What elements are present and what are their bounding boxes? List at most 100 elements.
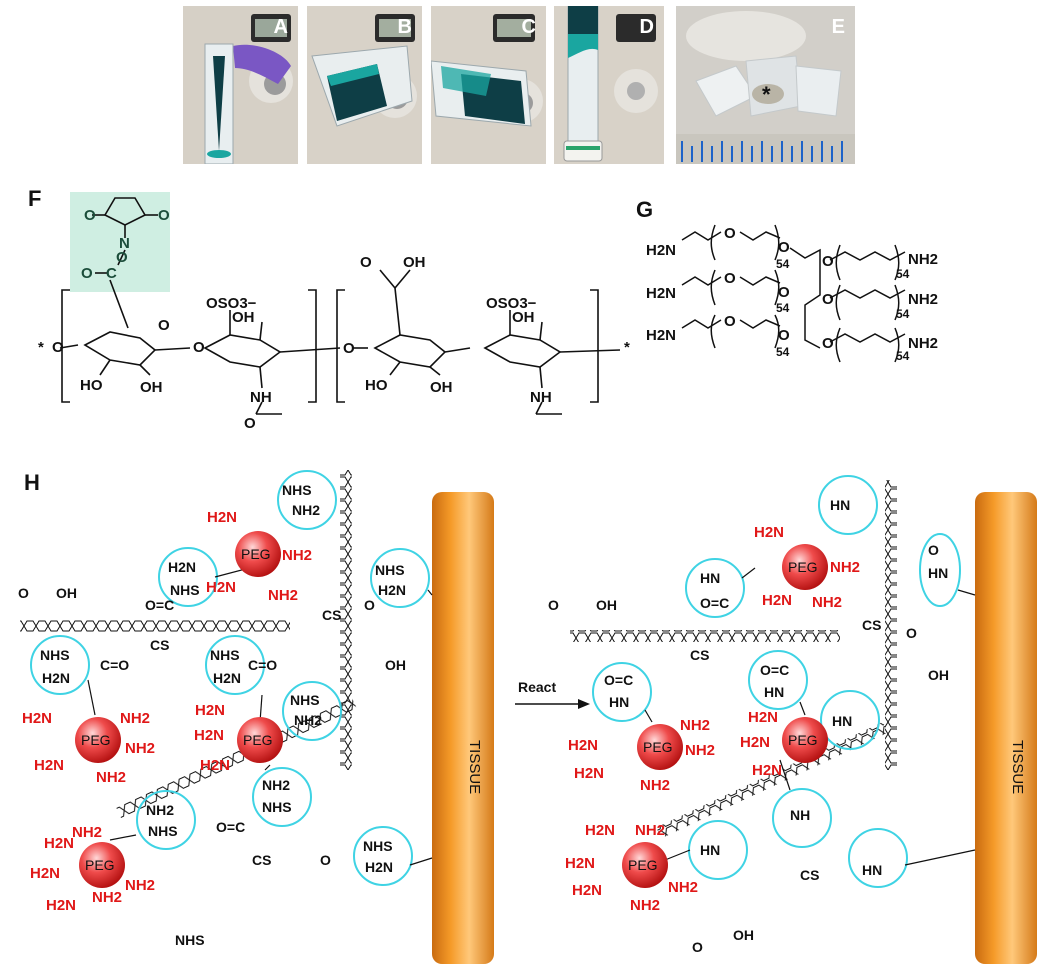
tissue-right-label: TISSUE — [1009, 740, 1026, 794]
cooh-oh-l: OH — [56, 585, 77, 601]
hn-r5: HN — [764, 684, 784, 700]
oso3-ring4: OSO3− — [486, 295, 537, 312]
h2n-l4: H2N — [42, 670, 70, 686]
cyan-circle-l5 — [205, 635, 265, 695]
amine-l3b: H2N — [194, 727, 224, 744]
amine-r4c: H2N — [565, 855, 595, 872]
amine-l4a: NH2 — [72, 824, 102, 841]
oh-r10: OH — [733, 927, 754, 943]
cs-chain-left-1 — [20, 620, 290, 632]
peg-arm2-o: O — [724, 270, 736, 287]
peg-n-1: 54 — [776, 257, 790, 271]
cooh-o: O — [360, 254, 372, 271]
cooh-o-r: O — [548, 597, 559, 613]
amine-l4e: H2N — [46, 897, 76, 914]
ho-ring3: HO — [365, 377, 388, 394]
tissue-left — [432, 492, 494, 964]
cs-chain-left-2 — [340, 470, 352, 770]
nh2-l1: NH2 — [292, 502, 320, 518]
peg-spheres-left — [75, 531, 283, 888]
cyan-circle-l9 — [353, 826, 413, 886]
amine-r4a: H2N — [585, 822, 615, 839]
oeqc-l8: O=C — [216, 819, 245, 835]
ester-o: O — [81, 265, 93, 282]
cyan-circle-l1 — [277, 470, 337, 530]
panel-label-g: G — [636, 197, 654, 222]
amine-l1d: NH2 — [268, 587, 298, 604]
h2n-l2: H2N — [168, 559, 196, 575]
panel-label-a: A — [273, 16, 288, 38]
cs-label-l3: CS — [252, 852, 271, 868]
o-l9: O — [320, 852, 331, 868]
nhs-n: N — [119, 235, 130, 252]
amine-r1d: NH2 — [812, 594, 842, 611]
photo-d-illustration — [554, 6, 664, 164]
cyan-circle-r1 — [818, 475, 878, 535]
amine-r3a: H2N — [748, 709, 778, 726]
cs-label-l1: CS — [150, 637, 169, 653]
cooh-o-l: O — [18, 585, 29, 601]
ceqo-l2: C=O — [248, 657, 277, 673]
amine-r1c: H2N — [762, 592, 792, 609]
nhs-l4: NHS — [40, 647, 70, 663]
nh-r7: NH — [790, 807, 810, 823]
amine-l2d: H2N — [34, 757, 64, 774]
cyan-circle-l7 — [252, 767, 312, 827]
cyan-circle-l3 — [370, 548, 430, 608]
peg-sphere-r1 — [782, 544, 828, 590]
photo-c-illustration — [431, 6, 546, 164]
peg-sphere-l2 — [75, 717, 121, 763]
ceqo-l1: C=O — [100, 657, 129, 673]
photo-e: * E — [676, 6, 855, 164]
hn-r8: HN — [700, 842, 720, 858]
panel-label-e: E — [831, 16, 845, 38]
cs-chain-right-1 — [570, 630, 840, 642]
peg-n-3: 54 — [776, 345, 790, 359]
amine-l2e: NH2 — [96, 769, 126, 786]
cyan-circle-l4 — [30, 635, 90, 695]
peg-sphere-r2 — [637, 724, 683, 770]
peg-label-r2: PEG — [643, 739, 673, 755]
oeqc-r5: O=C — [760, 662, 789, 678]
peg-core-o3: O — [778, 327, 790, 344]
peg-n-6: 54 — [896, 349, 910, 363]
amine-r4e: NH2 — [668, 879, 698, 896]
cs-chain-left-3 — [116, 697, 357, 819]
cs-label-r2: CS — [862, 617, 881, 633]
nh2-l8: NH2 — [146, 802, 174, 818]
panel-label-h: H — [24, 470, 40, 495]
peg-label-l3: PEG — [243, 732, 273, 748]
amine-r4d: H2N — [572, 882, 602, 899]
nh2-l7: NH2 — [262, 777, 290, 793]
oh-ring4: OH — [512, 309, 535, 326]
nhs-l1: NHS — [282, 482, 312, 498]
nh2-l6: NH2 — [294, 712, 322, 728]
hn-r6: HN — [832, 713, 852, 729]
amine-l3c: H2N — [200, 757, 230, 774]
nhs-l5: NHS — [210, 647, 240, 663]
amine-r1a: H2N — [754, 524, 784, 541]
cs-chain-right-2 — [885, 480, 897, 770]
amine-r2e: NH2 — [640, 777, 670, 794]
oh-l3: OH — [385, 657, 406, 673]
nhs-l8: NHS — [148, 823, 178, 839]
react-arrowhead — [578, 699, 590, 709]
peg-sphere-r4 — [622, 842, 668, 888]
peg-label-r1: PEG — [788, 559, 818, 575]
amine-l2b: NH2 — [120, 710, 150, 727]
photo-b: B — [307, 6, 422, 164]
cyan-circle-r5 — [748, 650, 808, 710]
amine-l1a: H2N — [207, 509, 237, 526]
structure-f: O O N O O C * O O HO OH O OSO3− OH NH O … — [38, 192, 630, 430]
amine-l4d: NH2 — [125, 877, 155, 894]
peg-sphere-l1 — [235, 531, 281, 577]
cyan-circle-r9 — [848, 828, 908, 888]
nhs-l3: NHS — [375, 562, 405, 578]
amine-r2d: H2N — [574, 765, 604, 782]
amine-r4b: NH2 — [635, 822, 665, 839]
nhs-l2: NHS — [170, 582, 200, 598]
nh-ring2: NH — [250, 389, 272, 406]
peg-arm3-h2n: H2N — [646, 327, 676, 344]
peg-core-o1: O — [778, 239, 790, 256]
photo-e-illustration: * — [676, 6, 855, 164]
